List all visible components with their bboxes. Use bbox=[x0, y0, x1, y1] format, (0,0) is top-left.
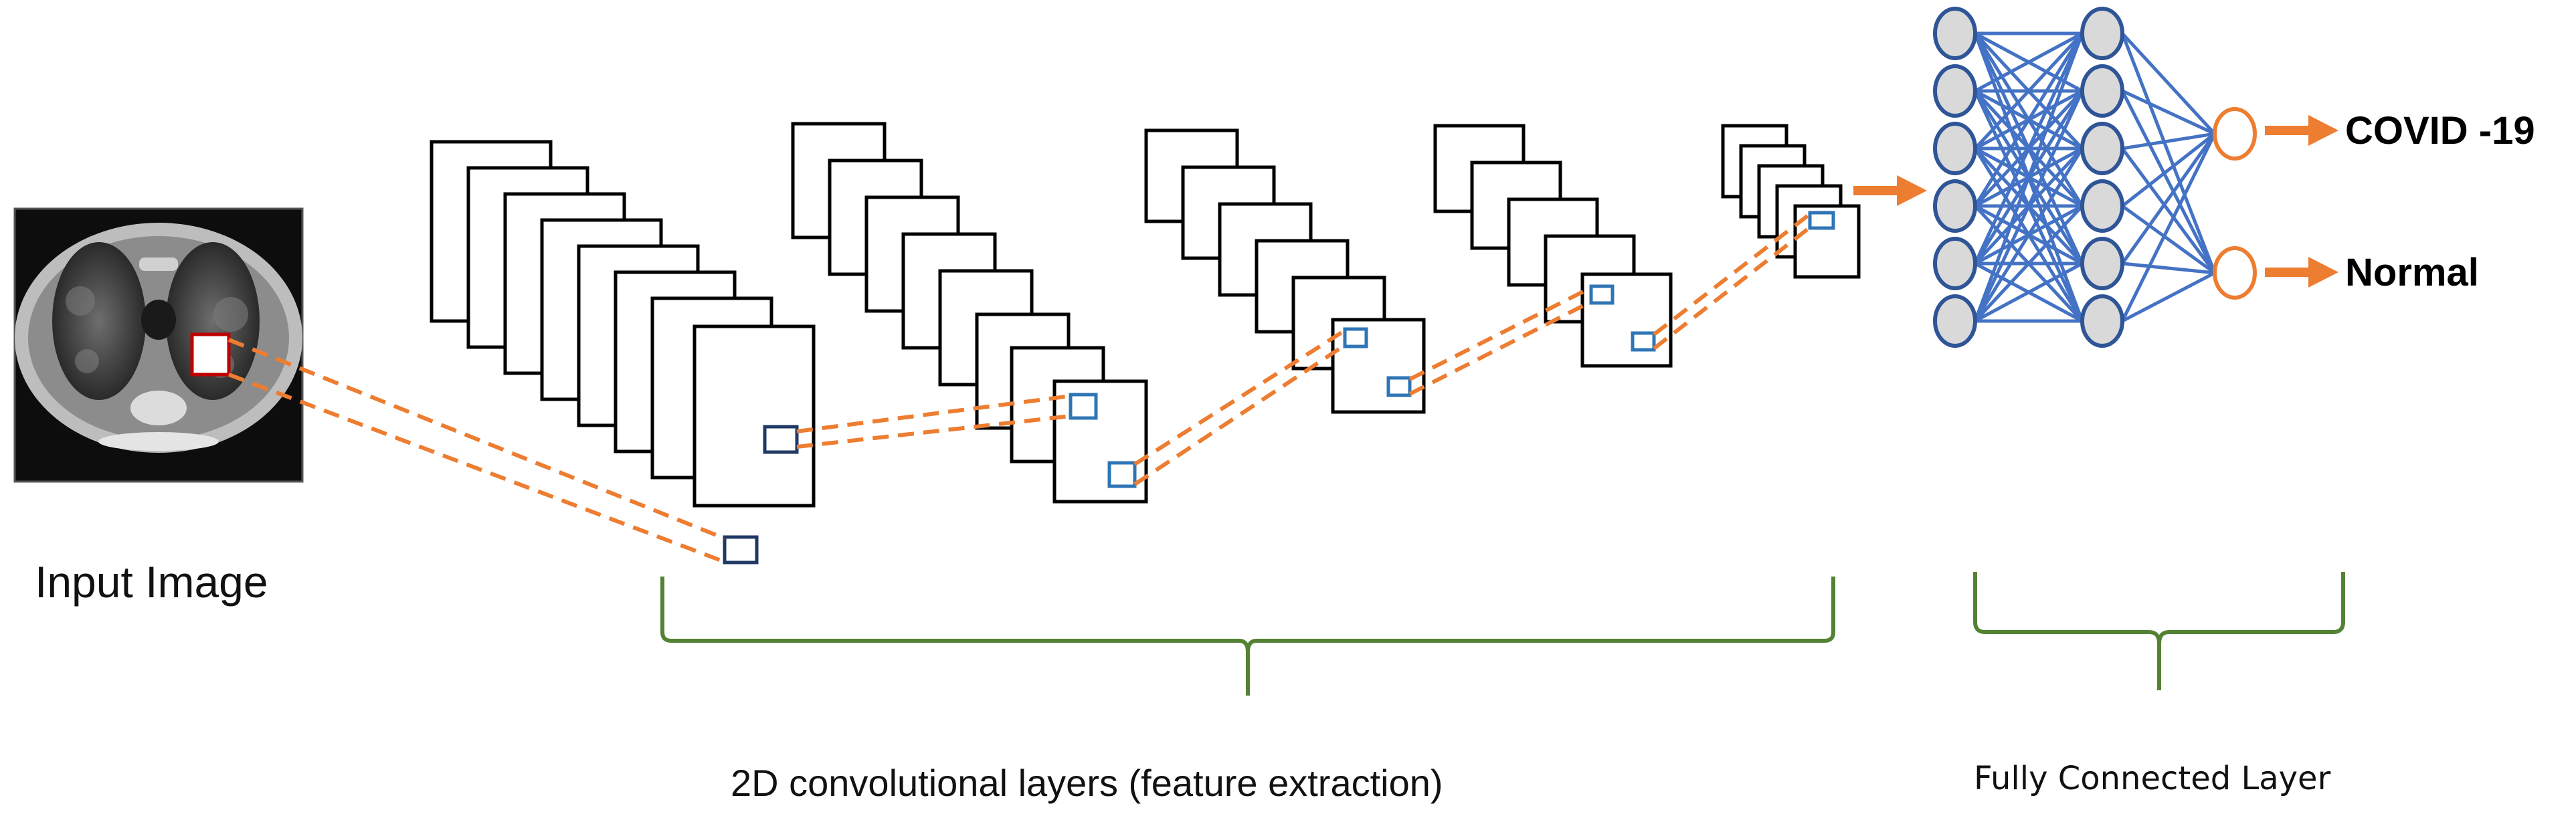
fc-edge-1-2 bbox=[1973, 32, 2084, 207]
conv-layers-label: 2D convolutional layers (feature extract… bbox=[731, 762, 1443, 804]
fc-edge-2-out bbox=[2121, 271, 2216, 323]
fc-edge-1-2 bbox=[1974, 205, 2084, 322]
output-neuron bbox=[2213, 107, 2257, 161]
feature-map-stack-3 bbox=[1144, 128, 1426, 414]
fc-hidden-neuron-1 bbox=[1933, 7, 1977, 60]
conv-layers-brace bbox=[660, 577, 1835, 696]
class-label-covid: COVID -19 bbox=[2345, 109, 2535, 152]
fc-layer-label: Fully Connected Layer bbox=[1974, 760, 2331, 797]
class-label-normal: Normal bbox=[2345, 251, 2479, 294]
fc-edge-1-2 bbox=[1973, 32, 2084, 265]
fc-edge-2-out bbox=[2120, 33, 2217, 274]
fc-edge-2-out bbox=[2121, 132, 2216, 207]
fc-hidden-neuron-2 bbox=[2080, 64, 2124, 118]
fc-neurons bbox=[1933, 7, 2257, 348]
fc-edge-2-out bbox=[2121, 204, 2216, 275]
fc-hidden-neuron-2 bbox=[2080, 237, 2124, 290]
receptive-field-lines bbox=[227, 212, 1811, 564]
output-arrow-normal bbox=[2265, 257, 2338, 288]
fc-connections bbox=[1973, 31, 2217, 323]
input-ct-image bbox=[13, 207, 304, 483]
fc-hidden-neuron-1 bbox=[1933, 122, 1977, 175]
fc-hidden-neuron-1 bbox=[1933, 294, 1977, 348]
feature-map-stack-1 bbox=[430, 140, 816, 508]
region-of-interest-box bbox=[190, 332, 231, 377]
fc-hidden-neuron-2 bbox=[2080, 7, 2124, 60]
fc-edge-2-out bbox=[2121, 32, 2216, 135]
fc-edge-2-out bbox=[2120, 132, 2217, 322]
fc-edge-1-2 bbox=[1974, 32, 2084, 150]
kernel-boxes bbox=[723, 211, 1835, 564]
fc-hidden-neuron-1 bbox=[1933, 179, 1977, 233]
fc-edge-1-2 bbox=[1973, 90, 2084, 322]
fc-edge-1-2 bbox=[1974, 262, 2084, 323]
fc-edge-2-out bbox=[2120, 147, 2217, 274]
fc-edge-1-2 bbox=[1973, 147, 2084, 322]
fc-edge-2-out bbox=[2122, 262, 2215, 275]
feature-map-stack-5 bbox=[1721, 124, 1861, 279]
fc-hidden-neuron-2 bbox=[2080, 294, 2124, 348]
fc-edge-2-out bbox=[2122, 132, 2215, 150]
fc-hidden-neuron-1 bbox=[1933, 237, 1977, 290]
fc-edge-2-out bbox=[2121, 89, 2216, 136]
fc-edge-1-2 bbox=[1974, 31, 2084, 93]
fc-hidden-neuron-2 bbox=[2080, 122, 2124, 175]
feature-map-stack-2 bbox=[791, 122, 1148, 504]
fc-edge-2-out bbox=[2120, 132, 2217, 265]
output-arrow-covid bbox=[2265, 115, 2338, 146]
fc-hidden-neuron-1 bbox=[1933, 64, 1977, 118]
feature-map-stack-4 bbox=[1433, 124, 1673, 368]
fc-edge-2-out bbox=[2120, 90, 2217, 274]
fc-layer-brace bbox=[1973, 572, 2345, 690]
output-neuron bbox=[2213, 246, 2257, 300]
fc-edge-1-2 bbox=[1973, 33, 2084, 322]
input-image-label: Input Image bbox=[35, 557, 268, 607]
flatten-arrow bbox=[1853, 175, 1927, 206]
fc-hidden-neuron-2 bbox=[2080, 179, 2124, 233]
